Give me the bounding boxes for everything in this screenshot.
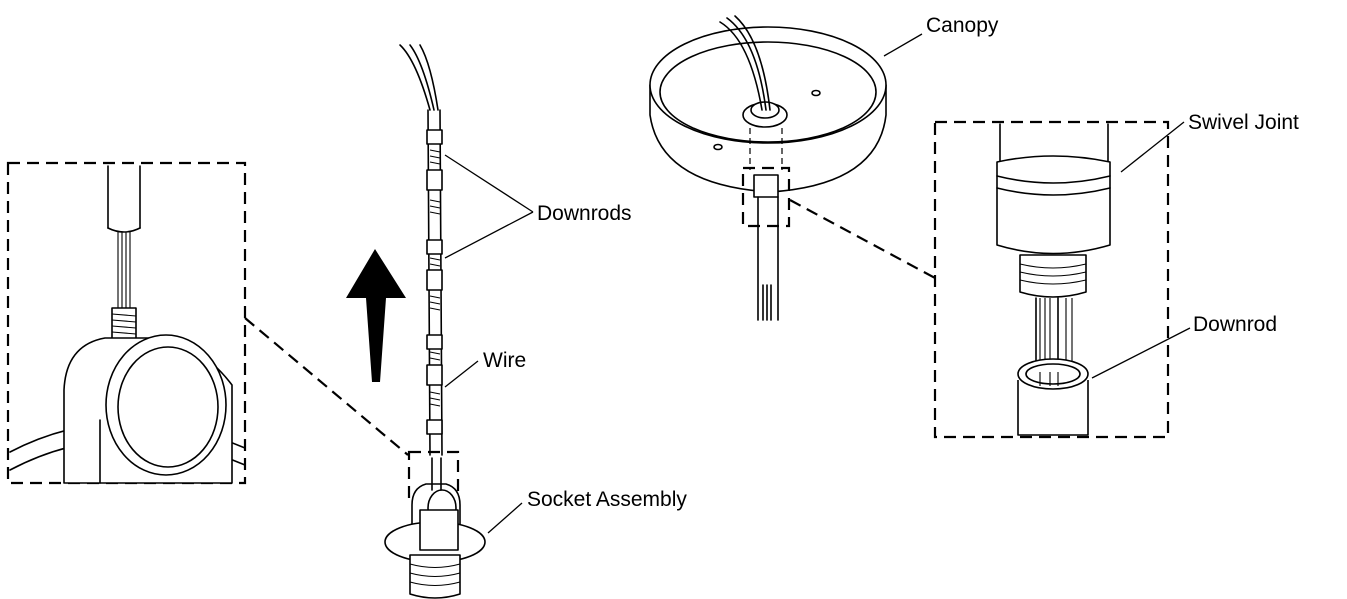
- downrod-stack: [399, 44, 443, 456]
- swivel-detail-callout-line: [789, 199, 936, 279]
- socket-assembly-leader: [487, 502, 523, 534]
- canopy: [649, 15, 887, 321]
- swivel-detail-box: [741, 166, 791, 228]
- socket-assembly-label: Socket Assembly: [527, 488, 687, 511]
- swivel-joint-detail-inset: [933, 120, 1170, 439]
- swivel-joint-label: Swivel Joint: [1188, 111, 1299, 134]
- downrod-leader: [1091, 327, 1191, 379]
- wire-label: Wire: [483, 349, 526, 372]
- socket-assembly: [384, 450, 486, 599]
- arrow-up-icon: [346, 249, 406, 382]
- canopy-leader: [883, 33, 923, 57]
- downrod-label: Downrod: [1193, 313, 1277, 336]
- swivel-detail-frame: [933, 120, 1170, 439]
- socket-detail-inset: [6, 161, 247, 485]
- socket-screw-cap: [105, 334, 227, 476]
- downrods-leader-upper: [444, 154, 534, 213]
- canopy-label: Canopy: [926, 14, 999, 37]
- wire-leader: [444, 360, 479, 388]
- downrods-leader-lower: [444, 211, 534, 259]
- socket-detail-callout-line: [244, 317, 409, 456]
- swivel-joint-leader: [1120, 121, 1185, 173]
- downrods-label: Downrods: [537, 202, 632, 225]
